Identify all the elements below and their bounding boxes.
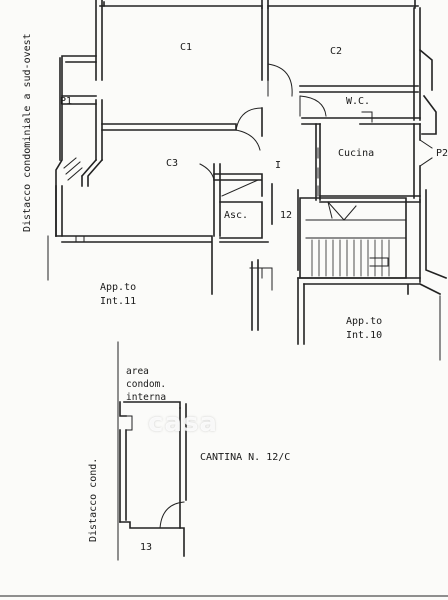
wc-door-arc — [299, 95, 327, 117]
wall-c1-right — [261, 7, 269, 137]
label-app-int11-line2: Int.11 — [100, 296, 137, 307]
stair-flights — [305, 219, 407, 239]
wall-chamfer — [80, 158, 104, 187]
room-label-c3: C3 — [166, 158, 179, 169]
c3-door-arc — [235, 107, 263, 131]
lift-cabin — [219, 201, 263, 239]
room-label-p1: P1 — [60, 96, 73, 107]
wall-c2-right — [413, 7, 421, 121]
label-app-int11-line1: App.to — [100, 282, 137, 293]
label-area-line1: area — [126, 366, 149, 377]
label-app-int10-line2: Int.10 — [346, 330, 383, 341]
label-area-line2: condom. — [126, 379, 167, 390]
cantina-bottom — [119, 521, 181, 529]
watermark-logo: casa — [148, 408, 218, 438]
bay-window-lines — [61, 95, 97, 105]
wall-lower-stub — [75, 235, 85, 243]
room-label-asc: Asc. — [224, 210, 249, 221]
stair-handrail — [369, 257, 389, 267]
landing-lines — [219, 241, 269, 331]
room-label-cucina: Cucina — [338, 148, 375, 159]
wall-c1-c3 — [101, 123, 237, 131]
label-cantina: CANTINA N. 12/C — [200, 452, 291, 463]
wall-right-lower — [419, 189, 448, 283]
label-distacco-sud-ovest: Distacco condominiale a sud-ovest — [22, 33, 33, 232]
window-hatch — [63, 157, 83, 181]
room-label-c2: C2 — [330, 46, 343, 57]
cantina-stub — [125, 415, 133, 431]
c2-right-detail — [418, 48, 437, 135]
label-cantina-number: 13 — [140, 542, 153, 553]
landing-stub — [249, 267, 273, 291]
label-area-line3: interna — [126, 392, 167, 403]
room-label-i: I — [275, 160, 282, 171]
wc-small-fixture — [361, 111, 373, 123]
cucina-left-wall — [315, 123, 321, 201]
label-app-int10-line1: App.to — [346, 316, 383, 327]
wall-c3-right — [213, 163, 221, 237]
cucina-bottom-wall — [319, 195, 421, 203]
stair-arrow — [327, 201, 357, 221]
cantina-left — [119, 401, 127, 523]
c3-door-small — [199, 163, 215, 181]
label-distacco-cond: Distacco cond. — [88, 457, 99, 542]
wall-int10-left — [297, 277, 305, 345]
stair-number: 12 — [280, 210, 293, 221]
wall-left — [95, 0, 103, 161]
room-label-c1: C1 — [180, 42, 193, 53]
lift-top — [213, 173, 263, 197]
c3-door-arc-2 — [235, 129, 261, 151]
watermark-text: casa — [148, 408, 218, 438]
wall-c3-bottom — [55, 235, 213, 295]
wall-wc-cucina — [301, 117, 421, 125]
room-label-p2: P2 — [436, 148, 448, 159]
wall-top-inner — [103, 0, 416, 9]
c1-door-arc — [267, 63, 293, 97]
wall-c2-bottom — [299, 85, 419, 93]
wall-int10-top — [297, 277, 442, 296]
cucina-right-wall — [413, 123, 421, 201]
room-label-wc: W.C. — [346, 96, 371, 107]
wall-left-lower — [55, 185, 63, 237]
cantina-top — [123, 401, 181, 409]
p2-window — [419, 139, 433, 167]
cantina-door-arc — [159, 501, 185, 529]
lift-diagonal — [221, 179, 259, 197]
